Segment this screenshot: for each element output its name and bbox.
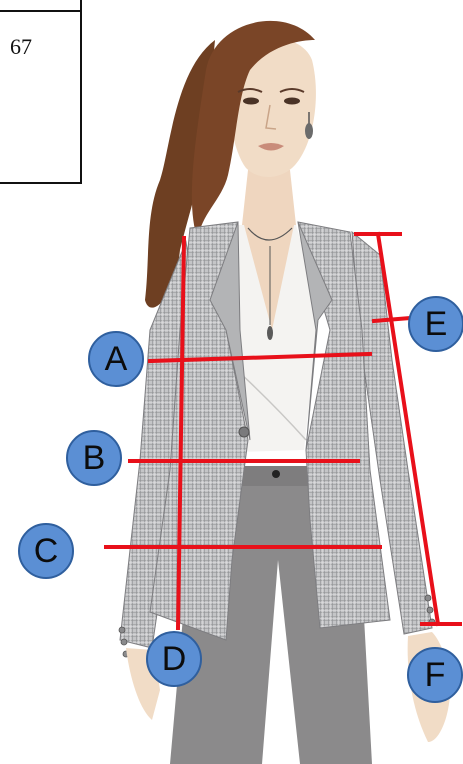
- lips: [258, 143, 284, 151]
- necklace-icon: [247, 227, 293, 340]
- label-f: F: [407, 647, 463, 703]
- label-a: A: [88, 331, 144, 387]
- hair-back: [145, 40, 215, 308]
- jacket-button-icon: [238, 426, 250, 438]
- lapel-left: [209, 221, 251, 441]
- skin-v: [244, 225, 294, 330]
- jacket-sleeve-right: [351, 230, 433, 635]
- measurement-lines: [104, 231, 462, 631]
- nose: [265, 104, 277, 130]
- measure-line-e: [371, 315, 413, 324]
- label-e: E: [408, 296, 463, 352]
- eyebrow-right: [279, 88, 305, 93]
- eye-right: [284, 97, 300, 105]
- face: [226, 36, 316, 177]
- neck: [242, 170, 296, 225]
- label-d: D: [146, 631, 202, 687]
- jacket-body-right: [297, 221, 391, 629]
- earring-icon: [305, 112, 313, 139]
- size-value: 67: [10, 34, 32, 59]
- table-rule: [0, 10, 80, 12]
- size-table-cell: 67: [0, 0, 82, 184]
- measure-line-a: [147, 351, 373, 364]
- measure-line-d: [175, 235, 187, 631]
- hair-front: [191, 20, 315, 240]
- waist-button: [272, 470, 280, 478]
- eye-left: [243, 97, 259, 105]
- measure-line-f: [375, 231, 441, 627]
- lapel-right: [297, 221, 333, 451]
- label-c: C: [18, 523, 74, 579]
- eyebrow-left: [237, 88, 263, 93]
- label-b: B: [66, 430, 122, 486]
